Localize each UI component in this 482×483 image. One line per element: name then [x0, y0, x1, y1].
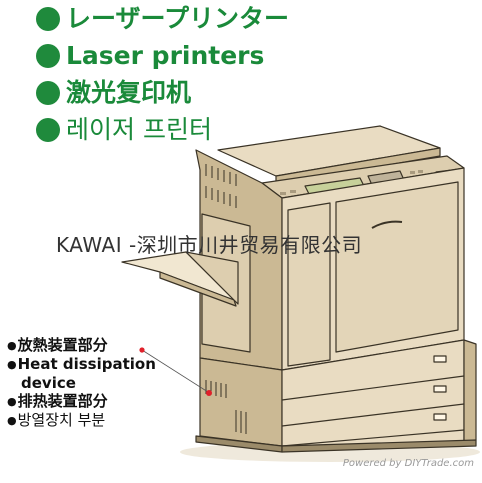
- bullet-icon: ●: [7, 414, 17, 427]
- title-japanese: レーザープリンター: [66, 3, 290, 33]
- bullet-icon: ●: [7, 358, 17, 371]
- vent-dot: [206, 390, 212, 396]
- label-korean: ●방열장치 부분: [7, 411, 106, 429]
- label-chinese: ●排热装置部分: [7, 392, 108, 410]
- green-dot-icon: [36, 80, 60, 105]
- label-dot: [139, 347, 145, 353]
- title-list: レーザープリンター Laser printers 激光复印机 레이저 프린터: [36, 0, 289, 148]
- title-korean: 레이저 프린터: [66, 114, 212, 144]
- heat-dissipation-labels: ●放熱装置部分 ●Heat dissipation device ●排热装置部分…: [7, 336, 156, 430]
- title-row-korean: 레이저 프린터: [36, 111, 289, 148]
- title-row-japanese: レーザープリンター: [36, 0, 289, 37]
- company-watermark: KAWAI -深圳市川井贸易有限公司: [56, 233, 363, 257]
- title-row-chinese: 激光复印机: [36, 74, 289, 111]
- green-dot-icon: [36, 6, 60, 31]
- powered-by-credit: Powered by DIYTrade.com: [342, 458, 474, 469]
- title-chinese: 激光复印机: [66, 77, 192, 107]
- title-row-english: Laser printers: [36, 37, 289, 74]
- pointer-line: [141, 349, 209, 393]
- title-english: Laser printers: [66, 40, 265, 70]
- green-dot-icon: [36, 43, 60, 68]
- label-english-cont: device: [21, 374, 76, 392]
- green-dot-icon: [36, 117, 60, 142]
- bullet-icon: ●: [7, 395, 17, 408]
- bullet-icon: ●: [7, 339, 17, 352]
- label-english: ●Heat dissipation: [7, 355, 156, 373]
- label-japanese: ●放熱装置部分: [7, 336, 108, 354]
